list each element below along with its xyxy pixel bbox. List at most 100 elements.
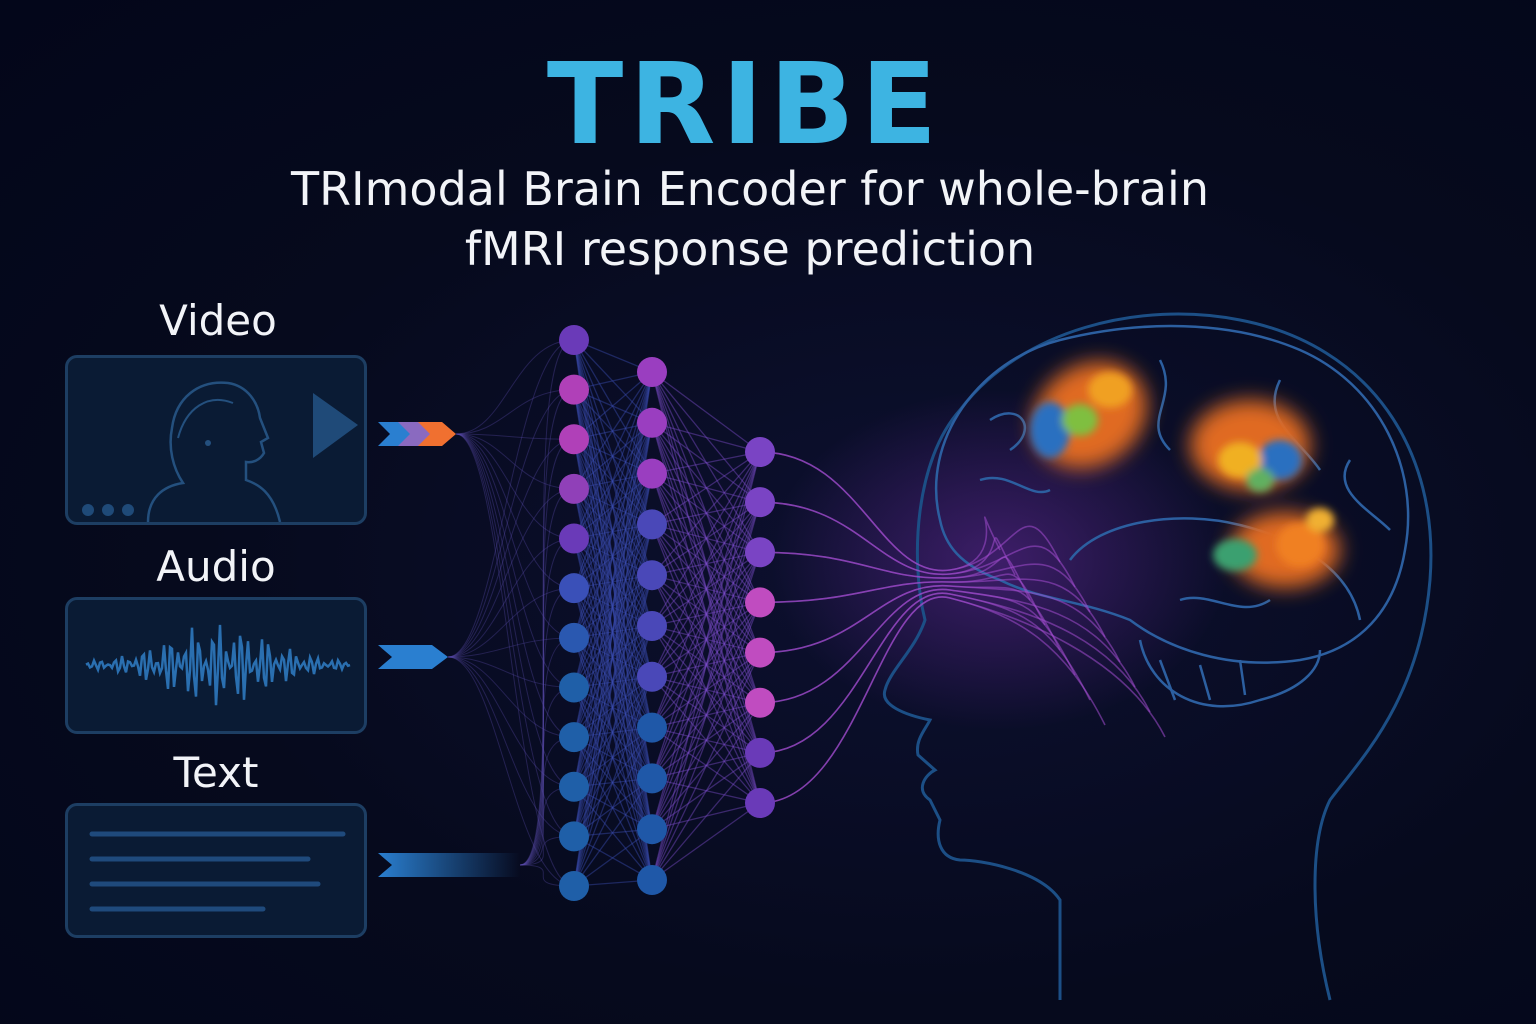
layer-connection <box>573 625 653 738</box>
layer-connection <box>651 371 761 503</box>
network-node <box>745 437 775 467</box>
input-connection <box>447 656 575 738</box>
layer-connection <box>573 339 653 525</box>
layer-connection <box>651 676 761 754</box>
input-connection <box>447 656 575 837</box>
layer-connection <box>651 422 761 453</box>
layer-connection <box>651 371 761 653</box>
layer-connection <box>651 552 761 779</box>
layer-connection <box>651 602 761 881</box>
layer-connection <box>651 574 761 654</box>
fiber-path <box>759 551 1091 613</box>
layer-connection <box>573 438 653 576</box>
network-node <box>745 737 775 768</box>
network-node <box>559 424 589 455</box>
layer-connection <box>573 339 653 424</box>
layer-connection <box>651 702 761 779</box>
layer-connection <box>651 422 761 603</box>
layer-connection <box>651 371 761 754</box>
layer-connection <box>651 371 761 703</box>
layer-connection <box>573 538 653 678</box>
network-node <box>745 537 775 568</box>
layer-connection <box>651 602 761 729</box>
layer-connection <box>651 422 761 804</box>
text-panel <box>65 803 367 938</box>
layer-connection <box>651 473 761 703</box>
layer-connection <box>651 524 761 804</box>
layer-connection <box>573 371 653 837</box>
audio-arrow-icon <box>378 645 448 669</box>
layer-connection <box>573 389 653 779</box>
layer-connection <box>651 422 761 553</box>
fiber-path <box>759 588 1136 704</box>
layer-connection <box>573 736 653 830</box>
input-connection <box>447 656 575 788</box>
layer-connection <box>573 524 653 639</box>
layer-connection <box>651 473 761 653</box>
layer-connection <box>651 371 761 553</box>
network-node <box>745 637 775 668</box>
layer-connection <box>651 501 761 678</box>
layer-connection <box>573 538 653 627</box>
layer-connection <box>573 473 653 688</box>
layer-connection <box>573 625 653 837</box>
network-node <box>559 325 589 355</box>
neural-fibers <box>759 451 1166 804</box>
layer-connection <box>651 625 761 704</box>
layer-connection <box>651 501 761 526</box>
layer-connection <box>573 339 653 830</box>
fiber-path <box>759 584 1121 663</box>
layer-connection <box>651 552 761 881</box>
layer-connection <box>573 389 653 525</box>
layer-connection <box>651 802 761 881</box>
network-node <box>637 357 667 387</box>
layer-connection <box>573 637 653 881</box>
layer-connection <box>573 574 653 688</box>
layer-connection <box>651 451 761 627</box>
layer-connection <box>573 637 653 779</box>
layer-connection <box>651 651 761 678</box>
network-node <box>559 722 589 753</box>
layer-connection <box>651 802 761 830</box>
layer-connection <box>651 652 761 729</box>
layer-connection <box>651 752 761 881</box>
title: TRIBE <box>546 40 944 170</box>
input-connection <box>519 835 575 866</box>
layer-connection <box>651 602 761 830</box>
layer-connection <box>573 828 653 887</box>
layer-connection <box>651 422 761 503</box>
layer-connection <box>573 676 653 788</box>
layer-connection <box>573 587 653 728</box>
layer-connection <box>651 574 761 704</box>
layer-connection <box>651 601 761 627</box>
layer-connection <box>651 676 761 704</box>
input-connection <box>447 339 575 658</box>
layer-connection <box>573 339 653 728</box>
network-node <box>559 622 589 653</box>
layer-connection <box>651 501 761 728</box>
layer-connection <box>573 389 653 576</box>
waveform-icon <box>85 624 351 706</box>
input-connection <box>519 587 575 866</box>
subtitle-line-2: fMRI response prediction <box>464 222 1036 276</box>
layer-connection <box>573 339 653 474</box>
layer-connection <box>573 473 653 589</box>
layer-connection <box>573 439 653 830</box>
layer-connection <box>651 422 761 703</box>
layer-connection <box>573 438 653 525</box>
layer-connection <box>651 371 761 804</box>
layer-connection <box>573 422 653 589</box>
layer-connection <box>573 587 653 830</box>
layer-connection <box>651 625 761 654</box>
layer-connection <box>651 551 761 576</box>
input-connection <box>455 433 575 440</box>
network-node <box>637 814 667 845</box>
fiber-path <box>759 501 1076 588</box>
input-connection <box>447 587 575 658</box>
layer-connection <box>651 473 761 754</box>
network-node <box>637 407 667 438</box>
play-icon <box>313 393 358 458</box>
layer-connection <box>651 652 761 881</box>
input-connection <box>455 433 575 887</box>
layer-connection <box>651 625 761 804</box>
